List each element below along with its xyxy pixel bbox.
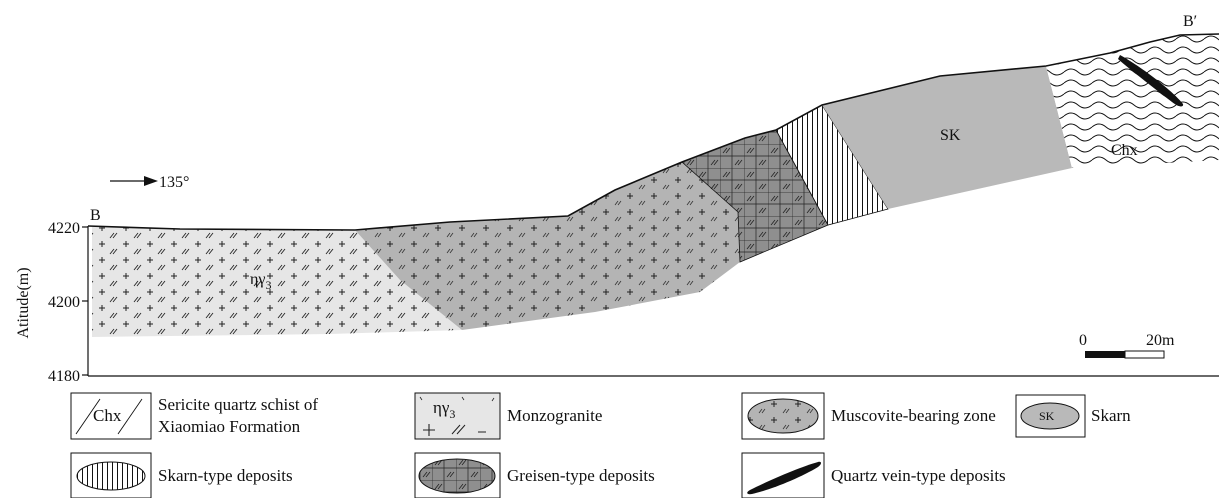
legend-item-schist: Chx Sericite quartz schist of Xiaomiao F… <box>71 393 318 439</box>
legend-monzogranite-label: Monzogranite <box>507 406 602 425</box>
section-start-label: B <box>90 207 101 224</box>
section-body <box>88 34 1219 337</box>
legend-greisen-label: Greisen-type deposits <box>507 466 655 485</box>
scale-bar-start: 0 <box>1079 332 1087 349</box>
legend: Chx Sericite quartz schist of Xiaomiao F… <box>71 393 1131 498</box>
legend-muscovite-label: Muscovite-bearing zone <box>831 406 996 425</box>
skarn-section-label: SK <box>940 127 961 144</box>
legend-item-skarn-deposits: Skarn-type deposits <box>71 453 293 498</box>
legend-skarn-symbol: SK <box>1039 409 1055 423</box>
y-tick-4200: 4200 <box>48 294 80 311</box>
legend-schist-line1: Sericite quartz schist of <box>158 395 318 414</box>
legend-item-muscovite: Muscovite-bearing zone <box>742 393 996 439</box>
y-axis-label: Atitude(m) <box>15 267 32 338</box>
legend-schist-line2: Xiaomiao Formation <box>158 417 301 436</box>
legend-item-skarn: SK Skarn <box>1016 395 1131 437</box>
legend-item-monzogranite: ηγ3 Monzogranite <box>415 393 602 439</box>
schist-section-label: Chx <box>1111 142 1138 159</box>
legend-item-greisen: Greisen-type deposits <box>415 453 655 498</box>
scale-bar-end: 20m <box>1146 332 1175 349</box>
scale-bar: 0 20m <box>1079 332 1175 358</box>
direction-label: 135° <box>159 174 189 191</box>
y-tick-4220: 4220 <box>48 220 80 237</box>
legend-skarn-deposits-label: Skarn-type deposits <box>158 466 293 485</box>
legend-quartz-vein-label: Quartz vein-type deposits <box>831 466 1006 485</box>
section-end-label: B′ <box>1183 13 1197 30</box>
legend-skarn-label: Skarn <box>1091 406 1131 425</box>
legend-item-quartz-vein: Quartz vein-type deposits <box>742 453 1006 498</box>
legend-schist-symbol: Chx <box>93 406 122 425</box>
direction-arrow: 135° <box>110 174 189 191</box>
y-tick-4180: 4180 <box>48 368 80 385</box>
arrow-head-icon <box>144 176 158 186</box>
